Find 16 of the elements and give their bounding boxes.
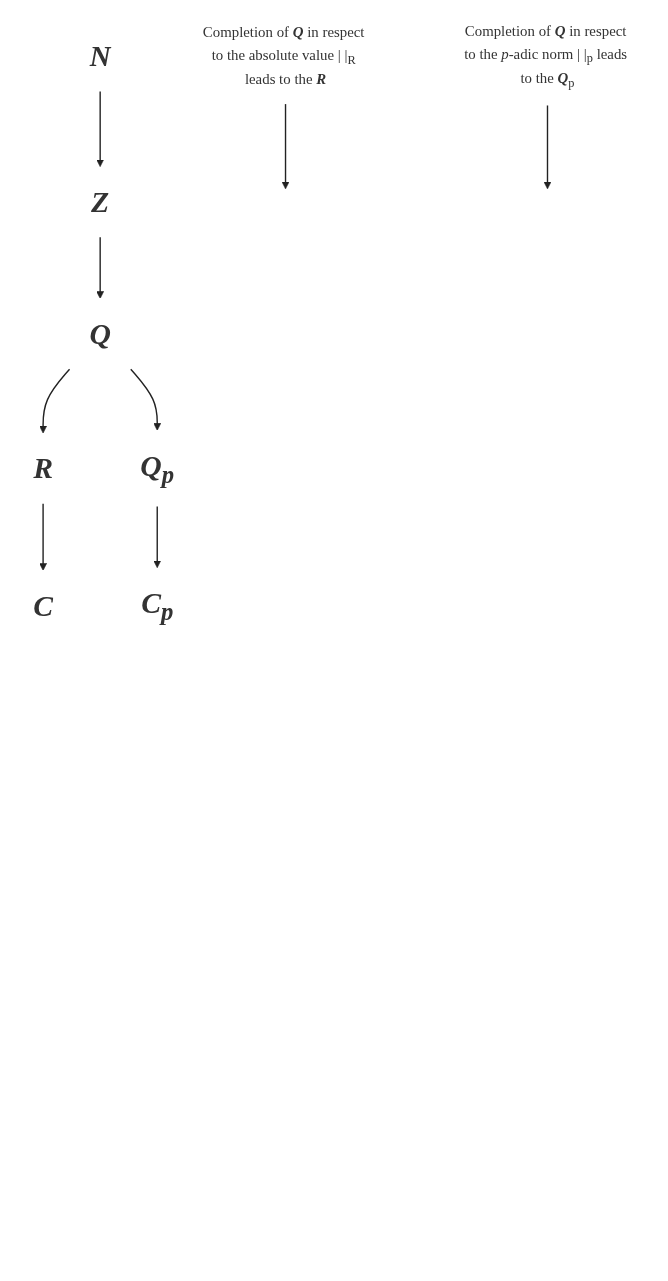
arrow xyxy=(153,505,162,568)
arrow xyxy=(96,90,104,167)
node-text: Completion of Q in respect to the absolute value | |$_{R}$ leads to the R xyxy=(202,24,365,88)
node-text: Completion of Q in respect to the p-adic norm | |$_{p}$ leads to the Q$_{p}$ xyxy=(464,22,628,90)
arrow xyxy=(130,368,162,431)
node-text: C xyxy=(33,589,53,622)
node-text: R xyxy=(33,452,53,485)
node-text: Z xyxy=(91,185,110,219)
node-text: Q$_{p}$ xyxy=(140,449,175,488)
arrow xyxy=(39,368,71,434)
arrow xyxy=(96,236,104,299)
arrow xyxy=(39,503,47,571)
arrow xyxy=(281,103,290,190)
node-text: C$_{p}$ xyxy=(141,586,174,626)
arrow xyxy=(543,104,552,190)
node-text: Q xyxy=(89,317,111,350)
